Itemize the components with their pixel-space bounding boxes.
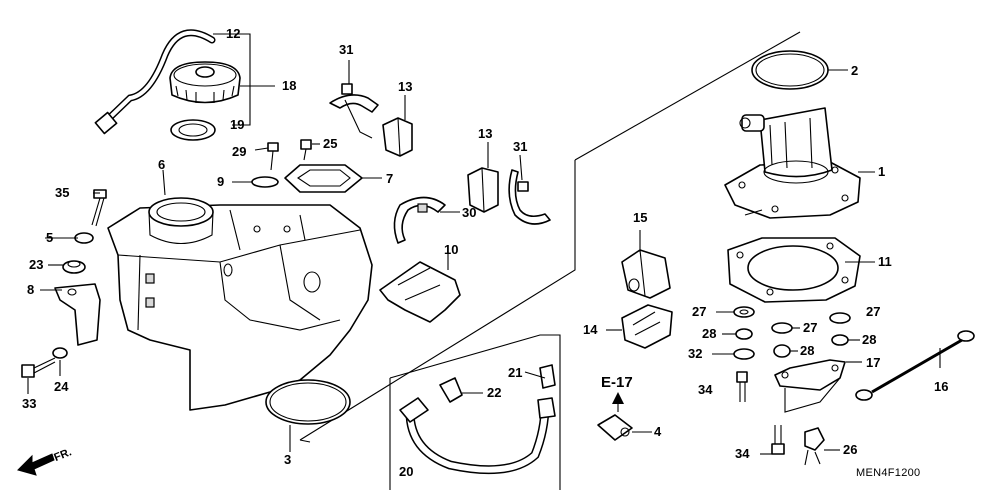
callout-20: 20: [399, 464, 414, 479]
callout-19: 19: [230, 117, 245, 132]
callout-1: 1: [878, 164, 886, 179]
callout-17: 17: [866, 355, 881, 370]
pump-rubber-14: [621, 304, 673, 349]
callout-28-right: 28: [862, 332, 877, 347]
callout-28-middle: 28: [800, 343, 815, 358]
pump-gasket: [727, 237, 861, 303]
clip-and-rubber-top: [329, 83, 413, 157]
section-border-lines: [299, 31, 801, 490]
callout-29: 29: [232, 144, 247, 159]
callout-25: 25: [323, 136, 338, 151]
callout-27-left: 27: [692, 304, 707, 319]
callout-13-top: 13: [398, 79, 413, 94]
fuel-hose: [399, 364, 556, 475]
callout-26: 26: [843, 442, 858, 457]
callout-31-top: 31: [339, 42, 354, 57]
callout-27-middle: 27: [803, 320, 818, 335]
front-arrow-icon: [17, 453, 55, 476]
callout-22: 22: [487, 385, 502, 400]
callout-23: 23: [29, 257, 44, 272]
tank-o-ring: [265, 379, 351, 425]
fuel-sensor-set: [251, 139, 363, 193]
clip-and-rubber-middle: [467, 167, 551, 225]
reference-arrow-icon: [612, 392, 624, 404]
fuel-cap: [169, 61, 241, 104]
callout-30: 30: [462, 205, 477, 220]
callout-5: 5: [46, 230, 54, 245]
callout-14: 14: [583, 322, 598, 337]
callout-8: 8: [27, 282, 35, 297]
pump-washers-nuts: [733, 306, 851, 360]
callout-2: 2: [851, 63, 859, 78]
fuel-tank: [107, 197, 373, 411]
cap-gasket: [170, 119, 216, 141]
callout-21: 21: [508, 365, 523, 380]
tank-bracket: [379, 261, 461, 323]
callout-33: 33: [22, 396, 37, 411]
tank-band: [393, 196, 446, 244]
reference-label: E-17: [601, 374, 633, 391]
callout-34-lower: 34: [735, 446, 750, 461]
pump-o-ring: [751, 50, 829, 90]
pump-rubber-15: [621, 249, 671, 299]
connector-4: [597, 398, 633, 441]
callout-16: 16: [934, 379, 949, 394]
callout-3: 3: [284, 452, 292, 467]
callout-9: 9: [217, 174, 225, 189]
callout-15: 15: [633, 210, 648, 225]
callout-27-right: 27: [866, 304, 881, 319]
callout-32: 32: [688, 346, 703, 361]
callout-13-middle: 13: [478, 126, 493, 141]
callout-6: 6: [158, 157, 166, 172]
callout-11: 11: [878, 254, 892, 269]
callout-34-upper: 34: [698, 382, 713, 397]
fuel-pump: [724, 107, 861, 219]
left-fasteners: [21, 189, 107, 378]
callout-12: 12: [226, 26, 241, 41]
diagram-code: MEN4F1200: [856, 467, 921, 479]
bracket-12-19: [213, 33, 275, 126]
callout-28-left: 28: [702, 326, 717, 341]
callout-24: 24: [54, 379, 69, 394]
level-rod: [855, 330, 975, 401]
callout-10: 10: [444, 242, 459, 257]
pump-stay: [736, 359, 846, 466]
callout-4: 4: [654, 424, 662, 439]
leader-lines: [27, 60, 941, 455]
callout-35: 35: [55, 185, 70, 200]
callout-7: 7: [386, 171, 394, 186]
callout-18: 18: [282, 78, 297, 93]
callout-31-middle: 31: [513, 139, 528, 154]
breather-tube: [94, 29, 216, 135]
